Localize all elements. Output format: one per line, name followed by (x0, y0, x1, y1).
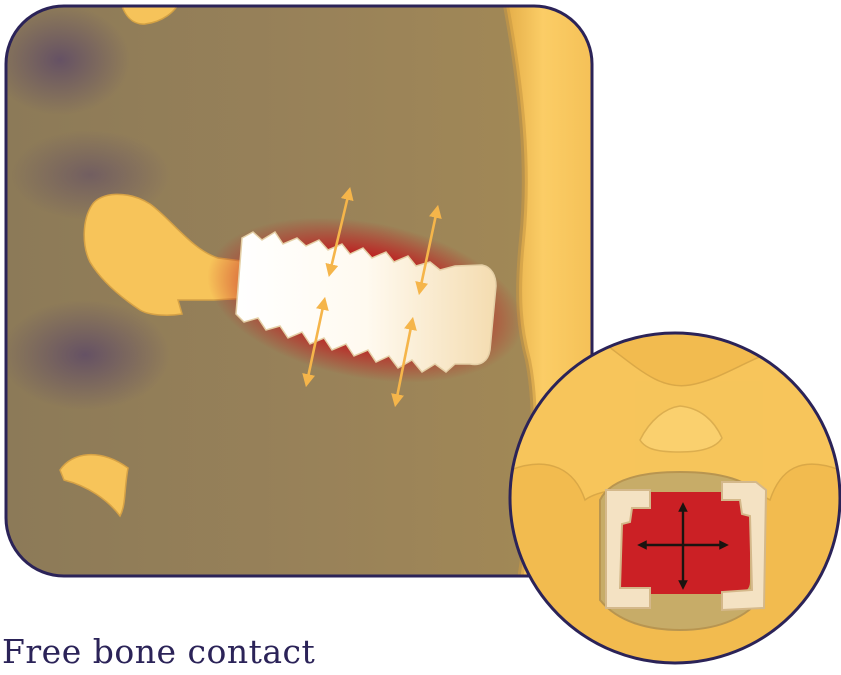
disc-shadow (0, 300, 170, 410)
figure-caption: Free bone contact (2, 632, 315, 671)
axial-view-inset (510, 333, 840, 663)
